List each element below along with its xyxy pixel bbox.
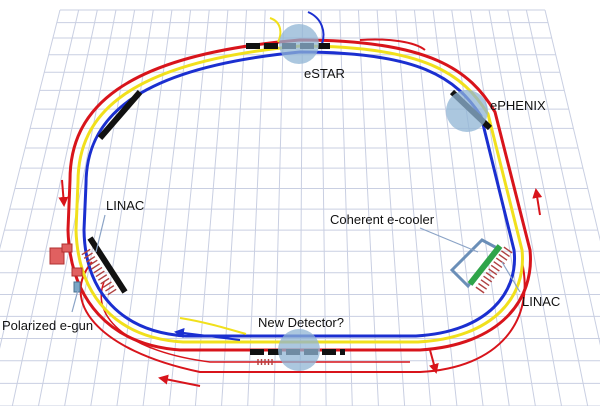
estar-detector [279,24,319,64]
direction-arrows [58,179,543,387]
arrow-yellow-bottom [179,317,247,335]
arrow-blue-bottom [174,328,241,341]
injection-line-right [307,11,325,45]
leader-lines [71,214,521,313]
linac-right-label: LINAC [522,294,560,309]
arrow-red-left [58,179,69,207]
bottom-small-coils [257,359,273,365]
new-detector [278,329,320,371]
top-right-loop [359,38,426,51]
coherent-ecooler [449,238,503,289]
linac-right-coils [475,246,513,294]
ring-red [66,38,532,352]
cooler-label: Coherent e-cooler [330,212,435,227]
ring-blue [82,50,517,338]
linac-left-label: LINAC [106,198,144,213]
linac-left-coils [81,248,117,296]
arrow-red-bottom-right [429,349,439,374]
injection-line-left [269,17,282,43]
ring-yellow [74,44,524,344]
magnet-segments [87,43,493,355]
outer-return-loop [79,261,526,373]
gun-label: Polarized e-gun [2,318,93,333]
new-detector-label: New Detector? [258,315,344,330]
polarized-egun [49,243,83,293]
ephenix-label: ePHENIX [490,98,546,113]
arrow-red-right [532,188,543,216]
ephenix-detector [446,90,488,132]
estar-label: eSTAR [304,66,345,81]
arrow-red-bottom-left [158,374,201,387]
